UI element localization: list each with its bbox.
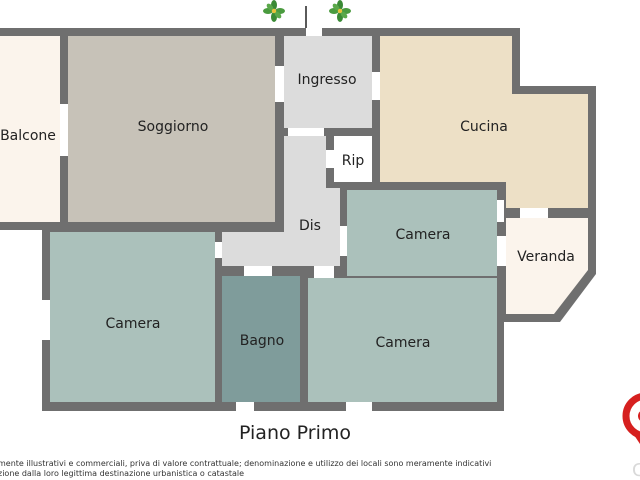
door-bagno [244, 266, 272, 276]
door-camera-left [215, 242, 222, 258]
room-soggiorno [68, 36, 275, 222]
room-balcone [0, 36, 60, 222]
disclaimer-line-2: zione dalla loro legittima destinazione … [0, 469, 245, 478]
room-bagno [222, 276, 300, 402]
door-camera-bottom [314, 266, 334, 278]
svg-text:C: C [632, 460, 640, 480]
door-veranda [520, 208, 548, 218]
door-camera-veranda [497, 236, 506, 266]
room-veranda [506, 218, 588, 314]
label-cucina: Cucina [460, 119, 508, 135]
disclaimer-line-1: mente illustrativi e commerciali, priva … [0, 459, 492, 468]
label-camera-bottom: Camera [376, 335, 431, 351]
brand-logo-icon: C [622, 380, 640, 480]
label-ingresso: Ingresso [297, 72, 356, 88]
room-ingresso [284, 36, 372, 128]
window-bottom-2 [346, 402, 372, 411]
window-bottom-1 [236, 402, 254, 411]
room-cucina [380, 36, 588, 208]
door-ingresso-cucina [372, 72, 380, 100]
label-soggiorno: Soggiorno [138, 119, 209, 135]
room-camera-left [50, 232, 215, 402]
label-camera-center: Camera [396, 227, 451, 243]
window-camera-left [42, 300, 50, 340]
label-rip: Rip [342, 153, 365, 169]
door-rip [326, 150, 334, 168]
disclaimer: mente illustrativi e commerciali, priva … [0, 459, 598, 479]
door-ingresso-dis [288, 128, 324, 136]
label-veranda: Veranda [517, 249, 575, 265]
door-camera-center [340, 226, 347, 256]
floor-title: Piano Primo [238, 422, 351, 444]
door-soggiorno-ingresso [275, 66, 284, 102]
openings [42, 28, 548, 411]
label-balcone: Balcone [0, 128, 56, 144]
label-bagno: Bagno [240, 333, 285, 349]
room-camera-bottom [308, 278, 497, 402]
door-balcone [60, 104, 68, 156]
room-dis [222, 136, 340, 266]
room-camera-center [347, 190, 497, 276]
plant-icon [263, 0, 285, 22]
entrance-door [306, 28, 322, 36]
label-dis: Dis [299, 218, 321, 234]
plant-icon [329, 0, 351, 22]
label-camera-left: Camera [106, 316, 161, 332]
room-rip [334, 136, 372, 182]
